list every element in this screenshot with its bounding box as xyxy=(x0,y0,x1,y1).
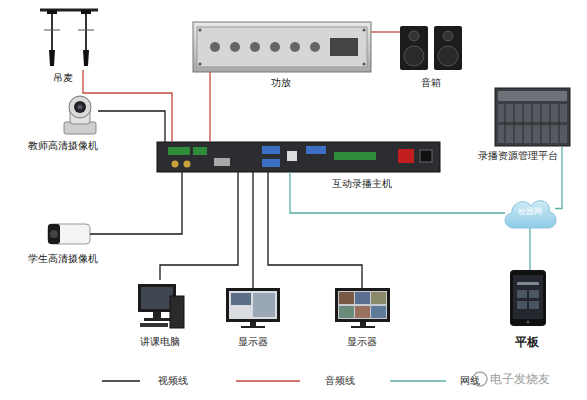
cable-connector xyxy=(529,228,530,270)
device-label: 讲课电脑 xyxy=(140,336,180,348)
recording-host-drawing xyxy=(157,142,440,172)
cable-connector xyxy=(160,172,238,280)
ptz-camera-drawing xyxy=(64,96,96,134)
host-node: 互动录播主机 xyxy=(157,142,440,172)
cable-connector xyxy=(209,72,210,142)
device-label: 教师高清摄像机 xyxy=(28,140,98,152)
legend-text: 音频线 xyxy=(325,375,355,387)
device-label: 音箱 xyxy=(421,77,441,89)
legend-text: 网线 xyxy=(460,375,480,387)
device-label: 学生高清摄像机 xyxy=(28,253,98,265)
amplifier-drawing xyxy=(193,22,371,72)
monitor-drawing xyxy=(226,288,280,328)
watermark-text: 电子发烧友 xyxy=(490,372,550,386)
cable-connector xyxy=(98,111,165,142)
cable-connector xyxy=(371,31,400,32)
device-label: 吊麦 xyxy=(53,72,73,84)
monitor-node: 显示器 xyxy=(335,288,390,324)
device-label: 平板 xyxy=(515,335,539,349)
cable-connector xyxy=(268,172,362,288)
device-label: 校园网 xyxy=(505,207,555,217)
monitor-node: 显示器 xyxy=(226,288,280,324)
camera-node: 教师高清摄像机 xyxy=(62,95,98,135)
device-label: 功放 xyxy=(271,77,291,89)
computer-drawing xyxy=(138,284,184,328)
legend-sample-video xyxy=(102,380,140,382)
server-rack-drawing xyxy=(495,88,570,146)
device-label: 显示器 xyxy=(347,336,377,348)
speaker-drawing xyxy=(400,26,462,70)
device-label: 互动录播主机 xyxy=(332,178,392,190)
microphone-drawing xyxy=(40,10,98,66)
cable-connector xyxy=(252,172,253,288)
microphone-node: 吊麦 xyxy=(38,8,98,70)
computer-node: 讲课电脑 xyxy=(135,280,185,330)
monitor-drawing xyxy=(335,288,390,328)
bullet-camera-drawing xyxy=(48,224,90,244)
legend-text: 视频线 xyxy=(158,375,188,387)
device-label: 录播资源管理平台 xyxy=(478,150,558,162)
server-node: 录播资源管理平台 xyxy=(495,88,570,146)
tablet-drawing xyxy=(510,270,546,326)
cable-connector xyxy=(90,172,182,234)
amplifier-node: 功放 xyxy=(193,22,371,72)
legend-sample-network xyxy=(390,380,446,382)
speaker-node: 音箱 xyxy=(400,26,462,70)
camera-node: 学生高清摄像机 xyxy=(48,222,90,246)
cloud-node: 校园网 xyxy=(505,198,555,228)
cable-connector xyxy=(290,172,505,213)
cable-connector xyxy=(83,70,172,142)
device-label: 显示器 xyxy=(238,336,268,348)
tablet-node: 平板 xyxy=(510,270,546,326)
legend-sample-audio xyxy=(236,380,300,382)
network-cloud-drawing xyxy=(505,201,556,228)
